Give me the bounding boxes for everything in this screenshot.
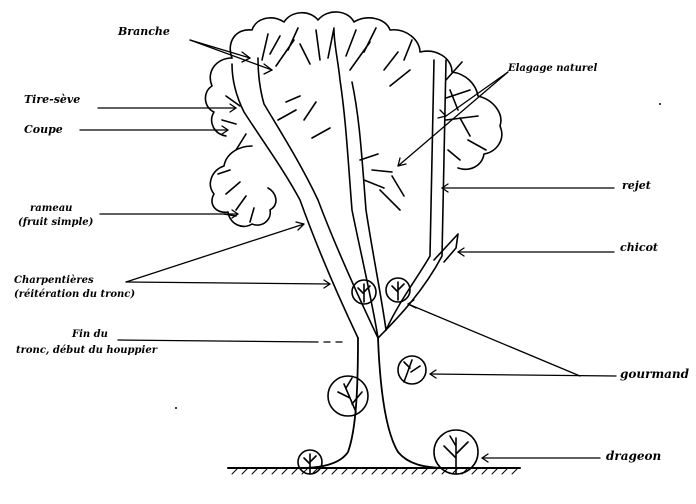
label-branche: Branche <box>118 26 170 38</box>
chicot-stub <box>434 234 458 262</box>
label-gourmand: gourmand <box>620 368 689 381</box>
label-rameau-line2: (fruit simple) <box>18 218 93 229</box>
margin-dot <box>659 103 661 105</box>
label-charpentieres-line2: (réitération du tronc) <box>14 290 135 301</box>
gourmand-cluster-4 <box>328 376 368 416</box>
crown-outline <box>230 12 502 169</box>
label-coupe: Coupe <box>24 124 63 136</box>
label-chicot: chicot <box>620 242 658 254</box>
pointer-fin-du <box>118 340 342 342</box>
label-tire-seve: Tire-sève <box>24 94 80 106</box>
label-fin-du-line2: tronc, début du houppier <box>16 346 157 357</box>
pointer-gourmand-2 <box>408 304 580 376</box>
label-rameau-line1: rameau <box>30 204 72 215</box>
label-charpentieres-line1: Charpentières <box>14 276 94 287</box>
upper-branch-1 <box>262 28 298 66</box>
trunk-right-edge <box>378 338 446 468</box>
label-fin-du-line1: Fin du <box>72 330 108 341</box>
pointer-charpentieres-2 <box>126 282 330 284</box>
margin-dot <box>175 407 177 409</box>
pointer-gourmand-1 <box>430 374 616 376</box>
pointer-charpentieres-1 <box>126 224 304 282</box>
upper-branch-3 <box>384 40 412 86</box>
label-elagage-naturel: Elagage naturel <box>508 64 597 75</box>
label-drageon: drageon <box>606 450 661 463</box>
label-rejet: rejet <box>622 180 651 192</box>
left-twigs <box>218 96 254 222</box>
pointer-elagage-2 <box>446 72 508 116</box>
left-leader <box>232 64 358 338</box>
